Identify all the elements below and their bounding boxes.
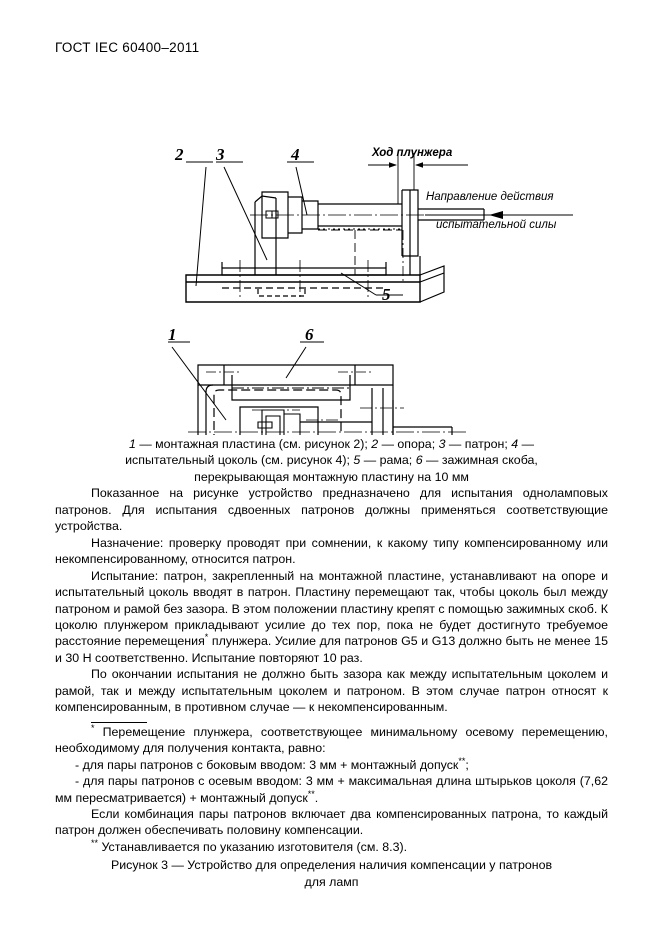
callout-label-3: 3: [215, 145, 225, 164]
plunger-rod: [418, 208, 485, 221]
legend-line-2: испытательный цоколь (см. рисунок 4); 5 …: [125, 453, 538, 468]
footnote-manufacturer-note: ** Устанавливается по указанию изготовит…: [91, 837, 408, 854]
stroke-dimension: [368, 153, 468, 204]
paragraph-result: По окончании испытания не должно быть за…: [55, 667, 608, 715]
figure-area: 2 3 4 5 1 6 Ход плунжера Направление дей…: [0, 70, 661, 435]
annotation-plunger-stroke: Ход плунжера: [371, 147, 453, 159]
frame-base-perspective: [419, 265, 445, 303]
figure-caption-line-2: для ламп: [304, 874, 359, 889]
plate-centerlines: [239, 260, 369, 299]
frame-inner-hidden: [318, 229, 402, 275]
page-header: ГОСТ IEC 60400–2011: [55, 40, 200, 55]
annotation-force-direction-line2: испытательной силы: [436, 219, 557, 231]
plan-holder-contacts: [257, 409, 301, 435]
callout-leader-3: [216, 161, 268, 261]
callout-leader-5: [340, 272, 403, 296]
plan-inner-centerlines: [252, 409, 340, 421]
frame-web: [409, 256, 421, 275]
legend-num-3: 3: [438, 437, 446, 451]
paragraph-purpose-intro: Показанное на рисунке устройство предназ…: [55, 486, 608, 534]
plan-callout-leader-6: [285, 341, 324, 379]
legend-num-4: 4: [511, 437, 519, 451]
plan-frame-plate-cross: [360, 407, 404, 409]
stroke-dimension-arrows: [389, 162, 423, 168]
footnote-separator: [91, 721, 147, 723]
footnote-item-axial-entry: - для пары патронов с осевым вводом: 3 м…: [55, 774, 608, 805]
footnote-marker-single: *: [204, 632, 209, 643]
paragraph-test-procedure: Испытание: патрон, закрепленный на монта…: [55, 568, 608, 667]
figure-legend: 1 — монтажная пластина (см. рисунок 2); …: [55, 436, 608, 485]
technical-drawings: 2 3 4 5 1 6 Ход плунжера Направление дей…: [168, 145, 573, 435]
clamp-bracket-top: [231, 375, 351, 401]
plan-callout-label-6: 6: [305, 325, 314, 344]
figure-caption-line-1: Рисунок 3 — Устройство для определения н…: [110, 858, 553, 873]
legend-num-2: 2: [371, 437, 379, 451]
footnote-marker-double-1: **: [458, 755, 466, 766]
test-procedure-part2: плунжера. Усилие для патронов G5 и G13 д…: [55, 634, 608, 665]
footnote-marker-double-2: **: [307, 788, 315, 799]
plan-test-cap: [300, 421, 372, 423]
paragraph-compensation-pair: Если комбинация пары патронов включает д…: [55, 806, 608, 838]
mounting-plate: [221, 262, 387, 276]
test-procedure-part1: Испытание: патрон, закрепленный на монта…: [55, 568, 608, 649]
paragraph-assignment: Назначение: проверку проводят при сомнен…: [55, 535, 608, 567]
legend-num-1: 1: [128, 437, 136, 451]
text-block: 1 — монтажная пластина (см. рисунок 2); …: [55, 436, 608, 890]
plan-callout-label-1: 1: [168, 325, 177, 344]
plan-outer-body: [197, 364, 394, 435]
footnote-item-side-entry: - для пары патронов с боковым вводом: 3 …: [75, 755, 469, 772]
callout-leader-4: [287, 161, 314, 216]
callout-label-5: 5: [382, 285, 391, 304]
plan-plunger-rod: [393, 426, 453, 435]
plan-callout-leader-1: [168, 341, 227, 421]
legend-num-6: 6: [415, 453, 423, 468]
plan-frame-plate: [371, 388, 394, 435]
frame-upright: [402, 189, 419, 257]
test-cap-shaft: [318, 190, 403, 256]
legend-line-1: 1 — монтажная пластина (см. рисунок 2); …: [128, 437, 535, 451]
clamp-bracket-hidden: [232, 387, 350, 389]
footnote-marker-intro: *: [91, 722, 95, 733]
plan-holder-outline: [239, 406, 319, 435]
callout-leader-2: [186, 161, 213, 287]
legend-line-3: перекрывающая монтажную пластину на 10 м…: [194, 469, 469, 484]
footnote-marker-double-3: **: [91, 837, 99, 848]
hidden-slot: [257, 289, 306, 297]
legend-num-5: 5: [353, 453, 361, 468]
callout-label-2: 2: [174, 145, 184, 164]
footnote-intro: * Перемещение плунжера, соответствующее …: [55, 722, 608, 756]
plan-mounting-plate: [213, 389, 342, 435]
annotation-force-direction-line1: Направление действия: [426, 191, 554, 203]
plan-mounting-plate-solid: [205, 384, 214, 435]
callout-label-4: 4: [290, 145, 300, 164]
support-post: [254, 195, 277, 275]
plan-corner-marks: [206, 371, 372, 373]
holder-contact-detail: [265, 210, 279, 219]
